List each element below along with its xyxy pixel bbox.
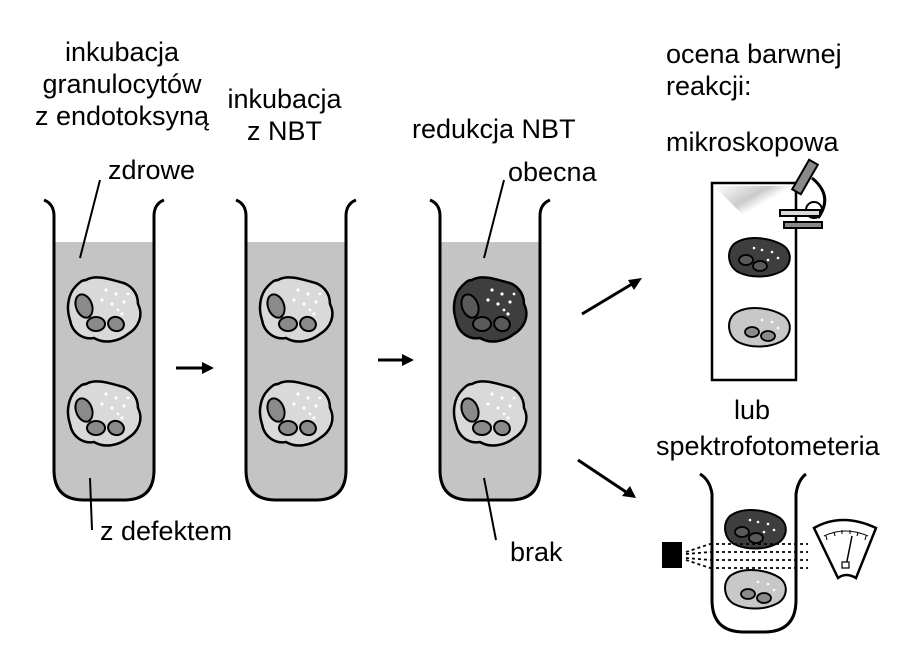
step1-line3: z endotoksyną: [34, 101, 210, 131]
cell-defective: [258, 380, 334, 447]
label-defective: z defektem: [100, 516, 233, 546]
cell-light-cuvette: [724, 569, 787, 610]
label-or: lub: [734, 395, 771, 425]
meter-icon: [812, 518, 878, 580]
step3-title: redukcja NBT: [412, 114, 576, 144]
pointer-lines: [79, 179, 505, 541]
light-source-icon: [662, 542, 808, 569]
cell-dark-slide: [728, 237, 791, 278]
microscope-icon: [779, 158, 827, 229]
label-absent: brak: [510, 537, 563, 567]
cell-healthy: [258, 276, 334, 343]
cell-dark-cuvette: [724, 509, 787, 550]
cell-defective: [66, 380, 142, 447]
spectro-tube: [699, 472, 807, 634]
tube-3: [429, 198, 551, 502]
cell-healthy: [66, 276, 142, 343]
label-present: obecna: [508, 157, 597, 187]
step4-line1: ocena barwnej: [666, 39, 842, 69]
step1-line1: inkubacja: [64, 37, 180, 67]
step2-line2: z NBT: [246, 116, 322, 146]
step4-title: ocena barwnej reakcji:: [666, 38, 842, 102]
step4-line2: reakcji:: [666, 71, 752, 101]
tube-1: [43, 198, 165, 502]
label-microscopy: mikroskopowa: [666, 127, 839, 157]
step1-line2: granulocytów: [42, 69, 202, 99]
step1-title: inkubacja granulocytów z endotoksyną: [22, 36, 222, 132]
step2-line1: inkubacja: [227, 84, 342, 114]
microscope-slide: [710, 181, 798, 382]
label-spectrophotometry: spektrofotometeria: [656, 431, 880, 461]
cell-unreduced: [452, 380, 528, 447]
label-healthy: zdrowe: [108, 155, 196, 185]
arrows: [176, 278, 642, 498]
tube-2: [235, 198, 357, 502]
cell-reduced-nbt: [452, 276, 528, 343]
cell-light-slide: [728, 307, 791, 348]
step2-title: inkubacja z NBT: [212, 83, 357, 147]
